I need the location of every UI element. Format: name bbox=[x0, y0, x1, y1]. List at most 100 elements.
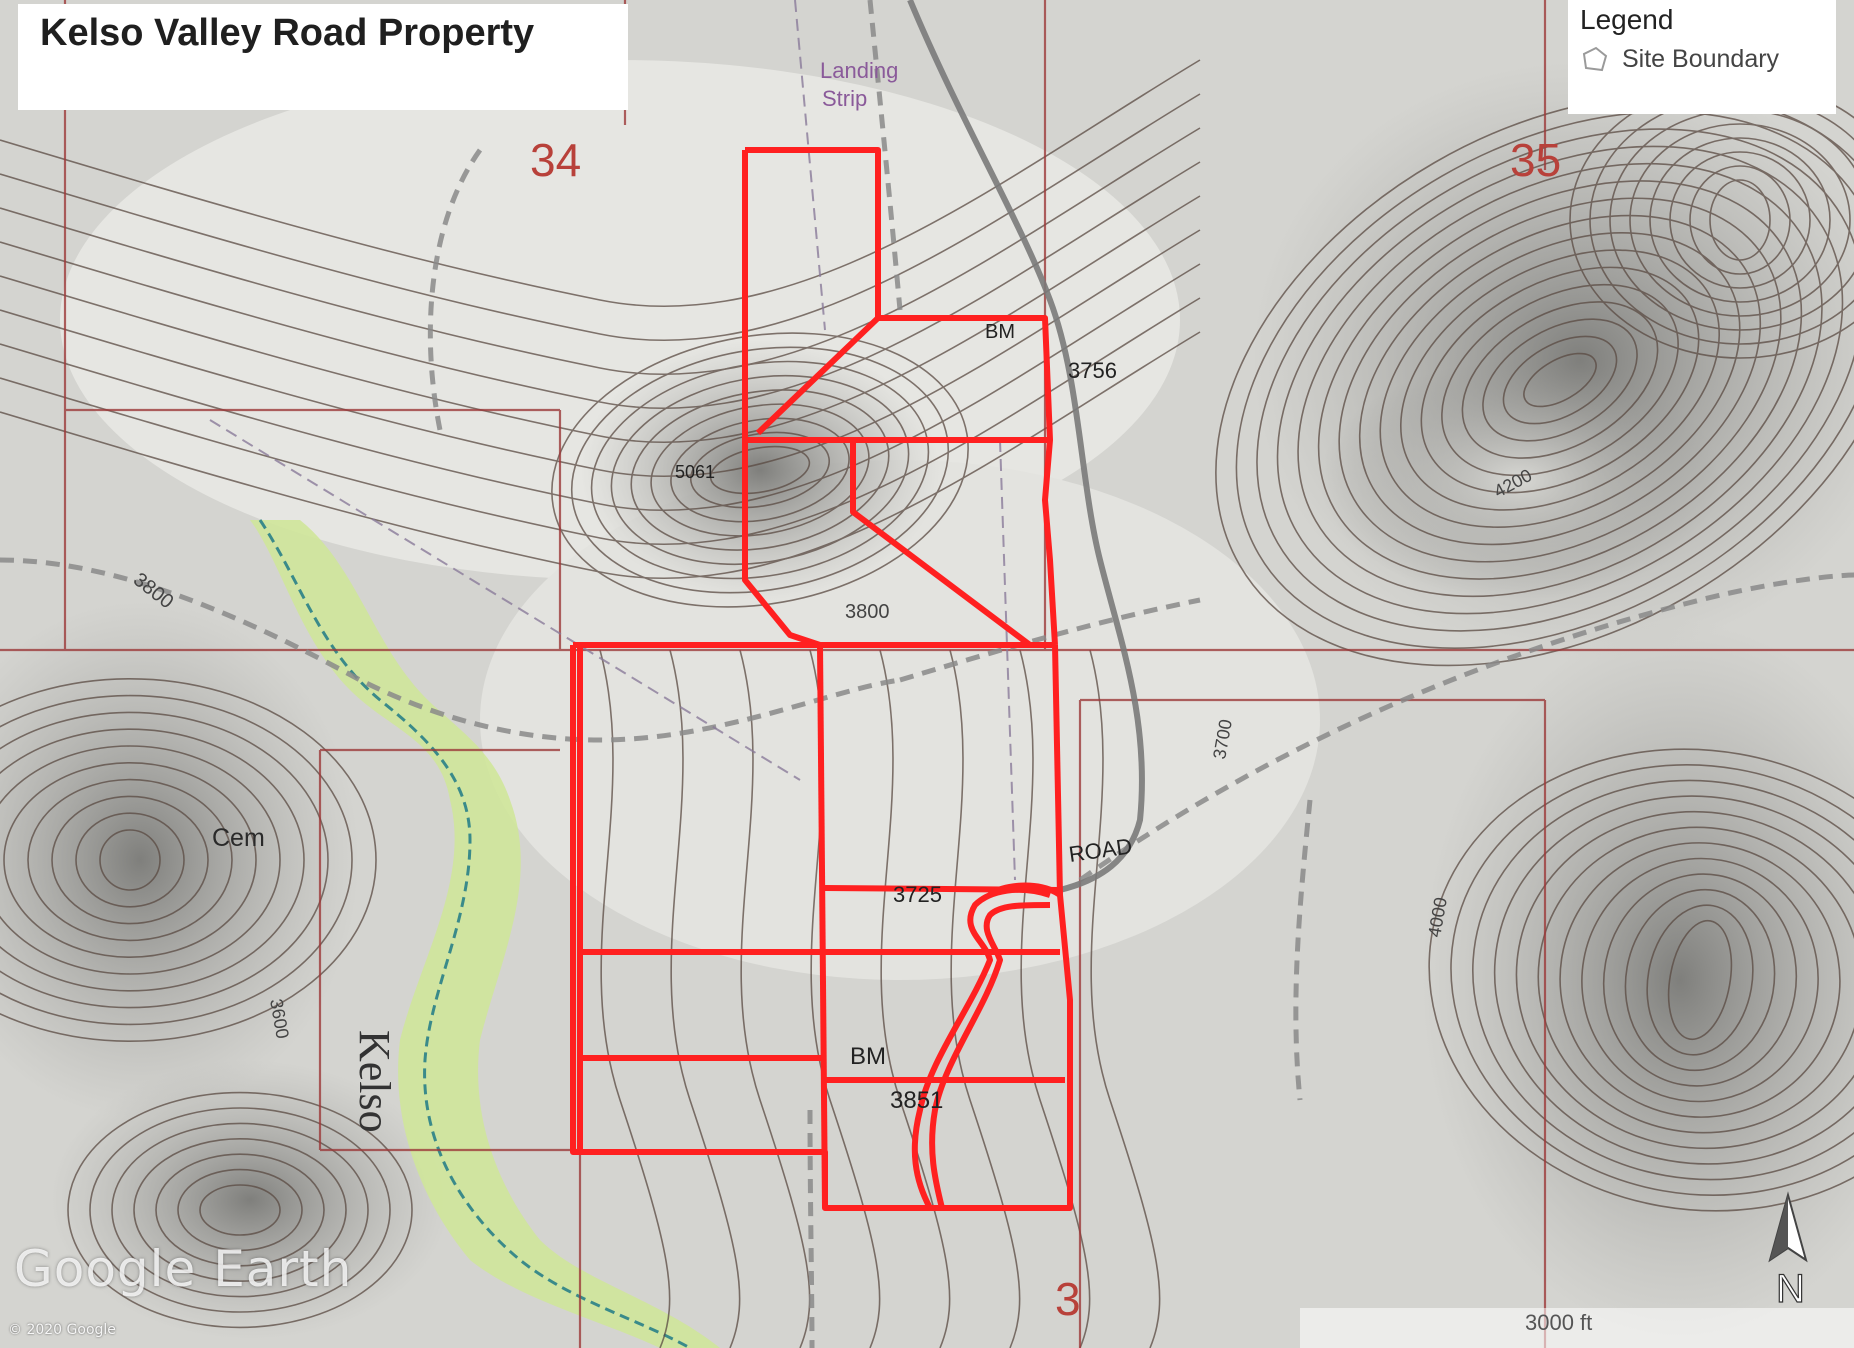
map-title: Kelso Valley Road Property bbox=[40, 12, 535, 54]
contour-line bbox=[1428, 748, 1854, 1212]
section-3-label: 3 bbox=[1055, 1273, 1081, 1325]
contour-line bbox=[1399, 249, 1721, 511]
contour-line bbox=[599, 649, 671, 1348]
hill-light bbox=[1320, 360, 1720, 600]
north-arrow-icon: N bbox=[1768, 1191, 1808, 1310]
contour-line bbox=[1297, 162, 1823, 598]
contour-line bbox=[1256, 128, 1854, 632]
contour-line bbox=[1358, 214, 1762, 546]
contour-line bbox=[1215, 93, 1854, 667]
contour-line bbox=[1515, 810, 1854, 1150]
landing-strip-label-2: Strip bbox=[822, 86, 867, 111]
contour-line bbox=[1019, 649, 1091, 1348]
creek-vegetation bbox=[250, 520, 720, 1348]
contour-line bbox=[0, 728, 305, 992]
contour-line bbox=[89, 1107, 391, 1313]
map-labels: Landing Strip 34 35 3 Cem Kelso BM BM 37… bbox=[129, 58, 1561, 1325]
hill-shade bbox=[50, 1060, 450, 1340]
contour-line bbox=[879, 649, 951, 1348]
legend-item-label: Site Boundary bbox=[1622, 44, 1780, 73]
power-line bbox=[209, 0, 1016, 881]
kelso-valley-road bbox=[907, 0, 1145, 893]
contour-line bbox=[670, 417, 850, 523]
contour-line bbox=[0, 93, 1201, 342]
contour-line bbox=[99, 829, 161, 891]
contour-line bbox=[1581, 857, 1819, 1103]
section-34-label: 34 bbox=[530, 134, 581, 186]
google-earth-watermark: Google Earth bbox=[14, 1240, 353, 1298]
contour-line bbox=[0, 297, 1201, 546]
contour-line bbox=[1482, 318, 1638, 442]
contour-line bbox=[1629, 123, 1851, 317]
cem-label: Cem bbox=[212, 824, 265, 852]
contour-line bbox=[1450, 764, 1854, 1196]
contour-line bbox=[199, 1184, 281, 1236]
landing-strip-label: Landing bbox=[820, 58, 898, 83]
contour-line bbox=[1709, 179, 1771, 261]
contour-line bbox=[75, 812, 185, 908]
contour-line bbox=[949, 649, 1021, 1348]
contour-line bbox=[1537, 826, 1854, 1134]
hill-shade bbox=[0, 600, 360, 1120]
contour-line bbox=[1276, 145, 1844, 615]
contour-line bbox=[1649, 137, 1831, 303]
contour-line bbox=[1317, 180, 1803, 580]
contour-line bbox=[1646, 904, 1754, 1056]
contour-line bbox=[51, 795, 209, 925]
contour-line bbox=[0, 59, 1201, 308]
contour-line bbox=[67, 1091, 413, 1329]
contour-line bbox=[1493, 795, 1854, 1165]
contour-line bbox=[0, 678, 377, 1042]
hill-shade bbox=[1420, 620, 1854, 1340]
contour-line bbox=[650, 403, 870, 537]
contour-line bbox=[1669, 151, 1811, 289]
contour-line bbox=[1624, 888, 1776, 1072]
contour-line bbox=[0, 694, 353, 1026]
contour-line bbox=[1472, 779, 1854, 1181]
contour-line bbox=[1559, 842, 1841, 1118]
contour-line bbox=[1089, 649, 1161, 1348]
contour-line bbox=[1235, 111, 1854, 649]
contour-line bbox=[177, 1168, 303, 1252]
contour-line bbox=[155, 1153, 325, 1267]
elevation-label: 3800 bbox=[845, 601, 890, 623]
contour-line bbox=[0, 711, 329, 1009]
kelso-label: Kelso bbox=[350, 1030, 399, 1133]
polygon-icon bbox=[1582, 46, 1608, 72]
legend-panel: Legend Site Boundary bbox=[1568, 0, 1836, 114]
bm-label: BM bbox=[985, 321, 1015, 343]
contour-line bbox=[3, 761, 257, 958]
elevation-label: 3756 bbox=[1068, 358, 1117, 383]
contour-line bbox=[0, 195, 1201, 444]
contour-line bbox=[1667, 919, 1733, 1041]
contour-line bbox=[0, 263, 1201, 512]
contour-line bbox=[0, 331, 1201, 580]
contour-line bbox=[1461, 301, 1659, 459]
scale-bar: 3000 ft bbox=[1300, 1308, 1854, 1348]
contour-line bbox=[739, 649, 811, 1348]
elevation-label: 3725 bbox=[893, 882, 942, 907]
contour-line bbox=[0, 745, 281, 975]
contour-line bbox=[689, 431, 831, 509]
section-35-label: 35 bbox=[1510, 134, 1561, 186]
contour-line bbox=[1523, 352, 1597, 408]
contour-line bbox=[709, 445, 811, 495]
contour-line bbox=[1379, 232, 1741, 528]
contour-line bbox=[1502, 335, 1618, 425]
contour-line bbox=[551, 332, 969, 608]
contour-line bbox=[0, 127, 1201, 376]
contour-line bbox=[27, 778, 233, 942]
contour-line bbox=[133, 1138, 347, 1283]
site-boundary bbox=[570, 147, 1073, 1211]
elevation-label: 5061 bbox=[675, 462, 715, 482]
legend-title: Legend bbox=[1580, 4, 1674, 35]
contour-line bbox=[0, 229, 1201, 478]
contour-line bbox=[0, 161, 1201, 410]
contour-line bbox=[1441, 283, 1679, 477]
scale-bar-label: 3000 ft bbox=[1525, 1310, 1593, 1335]
bm-label: BM bbox=[850, 1043, 886, 1070]
contour-line bbox=[111, 1122, 369, 1298]
contour-line bbox=[1338, 197, 1782, 563]
